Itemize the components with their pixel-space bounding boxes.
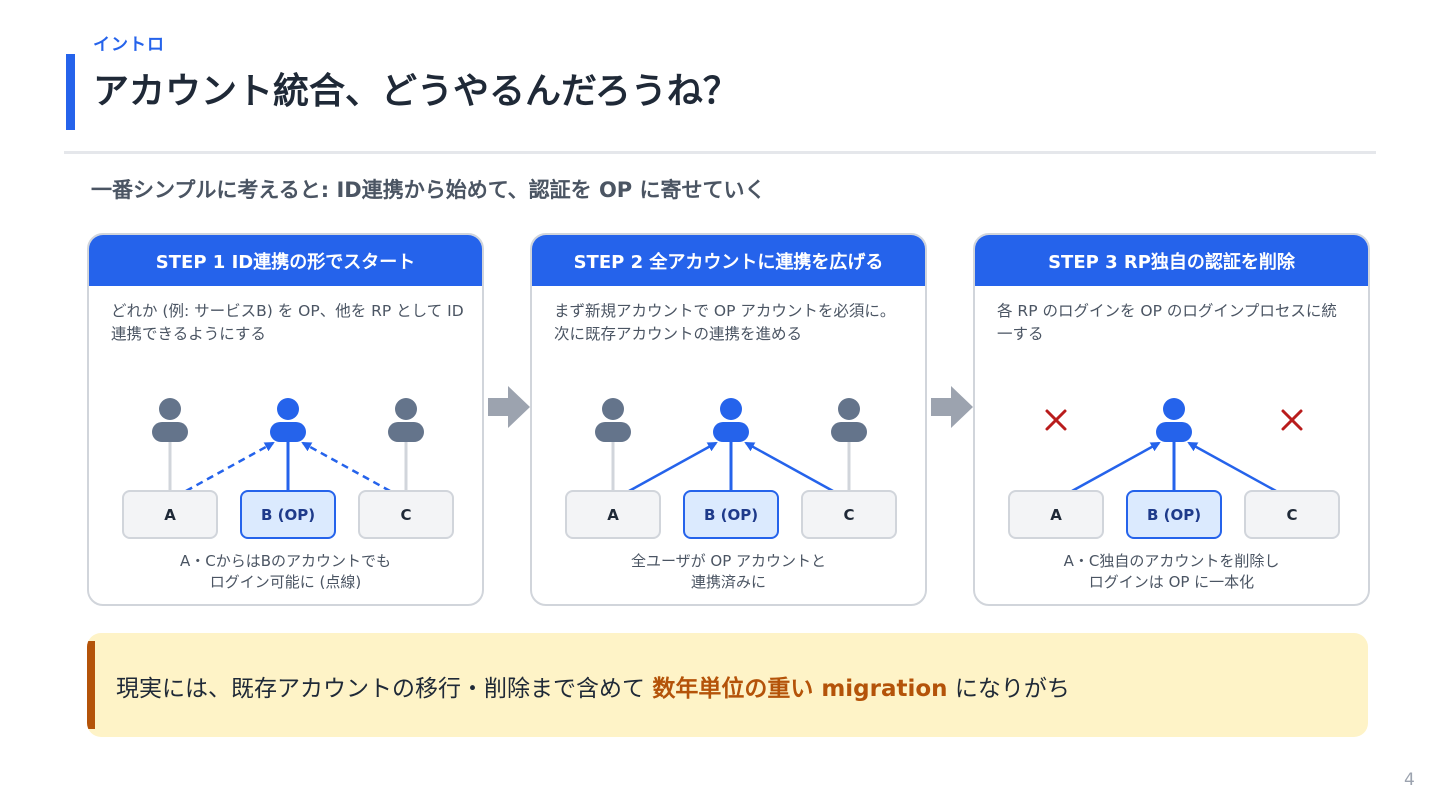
callout-text-before: 現実には、既存アカウントの移行・削除まで含めて: [116, 676, 653, 702]
step-card-3: STEP 3 RP独自の認証を削除 各 RP のログインを OP のログインプロ…: [973, 233, 1370, 606]
step-2-note-line1: 全ユーザが OP アカウントと: [630, 552, 827, 570]
solid-link-c: [744, 441, 834, 493]
step-2-note: 全ユーザが OP アカウントと 連携済みに: [532, 551, 925, 593]
user-icon: [1156, 398, 1192, 442]
step-card-2: STEP 2 全アカウントに連携を広げる まず新規アカウントで OP アカウント…: [530, 233, 927, 606]
page-subtitle: 一番シンプルに考えると: ID連携から始めて、認証を OP に寄せていく: [91, 178, 766, 202]
user-icon: [595, 398, 631, 442]
step-1-title: STEP 1 ID連携の形でスタート: [89, 235, 482, 286]
service-box-b-op: B (OP): [240, 490, 336, 539]
callout-text-after: になりがち: [947, 676, 1070, 702]
step-1-note: A・CからはBのアカウントでも ログイン可能に (点線): [89, 551, 482, 593]
dashed-link-c: [301, 441, 391, 493]
callout-accent-bar: [87, 641, 95, 729]
step-3-note-line2: ログインは OP に一本化: [1088, 573, 1255, 591]
solid-link-a: [1071, 441, 1161, 493]
step-3-note: A・C独自のアカウントを削除し ログインは OP に一本化: [975, 551, 1368, 593]
page-number: 4: [1404, 770, 1415, 790]
service-box-c: C: [1244, 490, 1340, 539]
step-3-diagram: [1045, 398, 1303, 493]
title-accent-bar: [66, 54, 75, 130]
x-mark-icon: [1045, 409, 1067, 431]
step-1-description: どれか (例: サービスB) を OP、他を RP として ID連携できるように…: [111, 302, 464, 343]
section-kicker: イントロ: [93, 35, 165, 55]
step-3-note-line1: A・C独自のアカウントを削除し: [1063, 552, 1280, 570]
solid-link-c: [1187, 441, 1277, 493]
header-divider: [64, 151, 1376, 154]
right-arrow-icon: [931, 386, 973, 428]
service-box-c: C: [801, 490, 897, 539]
page-title: アカウント統合、どうやるんだろうね？: [93, 71, 739, 112]
right-arrow-icon: [488, 386, 530, 428]
step-3-description: 各 RP のログインを OP のログインプロセスに統一する: [997, 302, 1337, 343]
service-box-b-op: B (OP): [683, 490, 779, 539]
step-2-note-line2: 連携済みに: [690, 573, 766, 591]
service-box-a: A: [565, 490, 661, 539]
step-2-diagram: [595, 398, 867, 493]
step-1-diagram: [152, 398, 424, 493]
summary-callout: 現実には、既存アカウントの移行・削除まで含めて 数年単位の重い migratio…: [87, 633, 1368, 737]
service-box-b-op: B (OP): [1126, 490, 1222, 539]
solid-link-a: [628, 441, 718, 493]
step-3-title: STEP 3 RP独自の認証を削除: [975, 235, 1368, 286]
service-box-c: C: [358, 490, 454, 539]
step-2-description: まず新規アカウントで OP アカウントを必須に。次に既存アカウントの連携を進める: [554, 302, 896, 343]
user-icon: [831, 398, 867, 442]
user-icon: [388, 398, 424, 442]
service-box-a: A: [1008, 490, 1104, 539]
step-1-note-line1: A・CからはBのアカウントでも: [179, 552, 392, 570]
x-mark-icon: [1281, 409, 1303, 431]
user-icon: [152, 398, 188, 442]
step-2-title: STEP 2 全アカウントに連携を広げる: [532, 235, 925, 286]
callout-text: 現実には、既存アカウントの移行・削除まで含めて 数年単位の重い migratio…: [116, 669, 1070, 703]
user-icon: [713, 398, 749, 442]
dashed-link-a: [185, 441, 275, 493]
step-1-note-line2: ログイン可能に (点線): [209, 573, 362, 591]
service-box-a: A: [122, 490, 218, 539]
callout-emphasis: 数年単位の重い migration: [652, 676, 948, 702]
user-icon: [270, 398, 306, 442]
step-card-1: STEP 1 ID連携の形でスタート どれか (例: サービスB) を OP、他…: [87, 233, 484, 606]
